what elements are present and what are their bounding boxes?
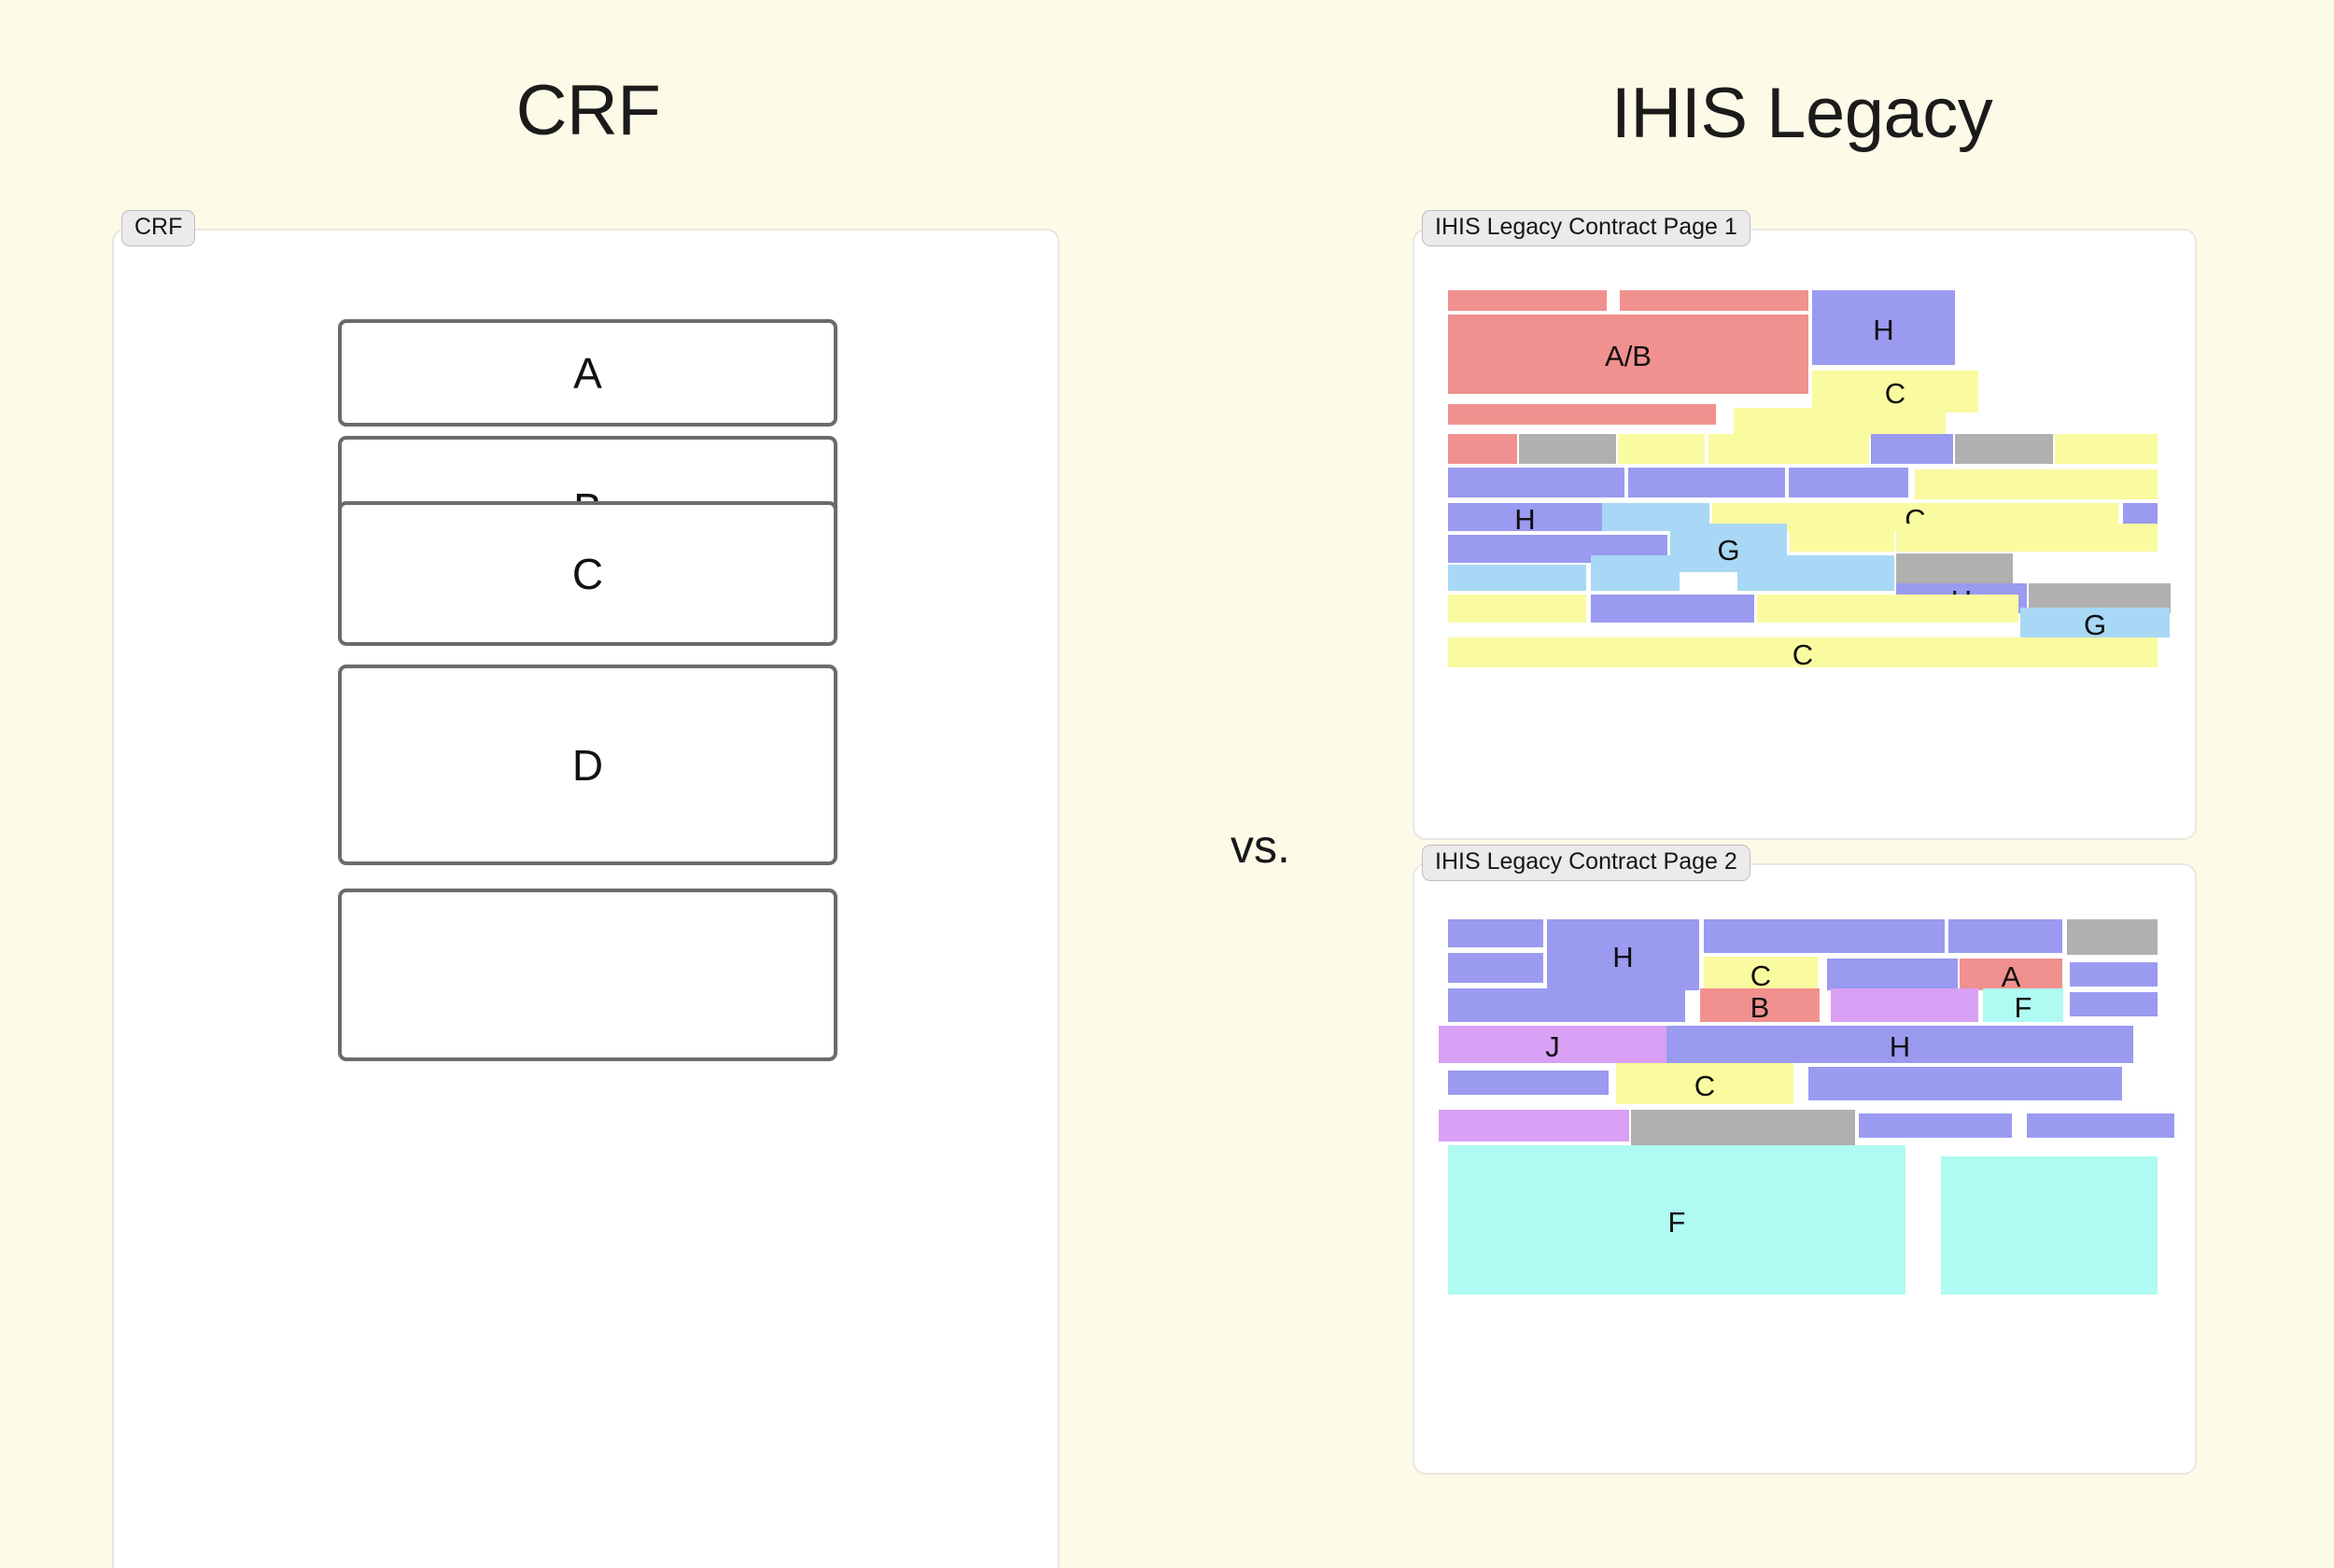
contract-fragment-block [1628,468,1785,497]
contract-fragment-block [1859,1113,2012,1138]
contract-fragment-label: A/B [1605,340,1652,372]
crf-section-label: A [573,348,602,398]
contract-fragment-block-b: B [1700,988,1820,1022]
contract-fragment-block [2070,992,2158,1016]
contract-fragment-block [1827,959,1958,990]
contract-fragment-label: A [2001,959,2021,993]
contract-fragment-block [1448,953,1543,983]
vs-separator-label: vs. [1230,820,1290,873]
contract-fragment-block [1831,988,1978,1022]
contract-fragment-label: J [1545,1029,1560,1063]
contract-fragment-block-h: H [1547,919,1699,990]
contract-fragment-block [1737,555,1894,591]
contract-fragment-label: H [1873,313,1894,346]
ihis-page-2-badge: IHIS Legacy Contract Page 2 [1422,845,1750,881]
contract-fragment-block [1789,468,1908,497]
ihis-page-2-block-mosaic: H C A B F J H C F [1414,865,2195,1473]
contract-fragment-block [1620,290,1808,311]
contract-fragment-block-h: H [1666,1026,2133,1063]
contract-fragment-block [2070,962,2158,987]
contract-fragment-block [1734,408,1946,439]
contract-fragment-block [1808,1067,2122,1100]
contract-fragment-block [1448,1071,1609,1095]
contract-fragment-block [1618,434,1705,464]
contract-fragment-block [2067,919,2158,955]
contract-fragment-block [1519,434,1616,464]
contract-fragment-block [1948,919,2062,953]
crf-section-box-a: A [338,319,837,427]
crf-section-label: D [571,740,604,790]
contract-fragment-label: F [2014,990,2032,1024]
contract-fragment-label: B [1750,990,1770,1024]
contract-fragment-block [1448,595,1586,623]
contract-fragment-block [1896,553,2013,583]
contract-fragment-label: C [1792,637,1814,671]
contract-fragment-block [1448,434,1517,464]
crf-section-label: C [571,549,604,598]
contract-fragment-block [1708,434,1869,464]
contract-fragment-block-f: F [1983,988,2063,1022]
contract-fragment-block [1915,469,2158,499]
ihis-legacy-page-1-panel: IHIS Legacy Contract Page 1 A/BHCHCGHGC [1413,210,2197,840]
crf-section-box-5 [338,889,837,1061]
contract-fragment-block [1704,919,1945,953]
contract-fragment-block [1448,290,1607,311]
contract-fragment-block-f: F [1448,1145,1905,1295]
contract-fragment-block [1871,434,1953,464]
contract-fragment-label: H [1514,502,1536,536]
contract-fragment-block [1941,1156,2158,1295]
crf-section-list: ABCD [114,231,1058,1568]
contract-fragment-block-a: A [1960,959,2062,993]
contract-fragment-block [1448,565,1586,591]
contract-fragment-block-c: C [1704,957,1818,990]
contract-fragment-block [1631,1110,1855,1149]
crf-panel: CRF ABCD [112,210,1060,1568]
crf-panel-badge: CRF [121,210,196,246]
contract-fragment-block-g: G [1670,524,1787,572]
contract-fragment-block [1896,524,2158,552]
contract-fragment-block [1448,404,1716,425]
contract-fragment-block [1757,595,2018,623]
contract-fragment-block [1591,555,1680,591]
contract-fragment-block [2055,434,2158,464]
crf-section-box-d: D [338,665,837,865]
contract-fragment-block-h: H [1448,502,1602,536]
crf-section-box-c: C [338,501,837,646]
contract-fragment-block-c: C [1812,371,1978,413]
contract-fragment-label: C [1884,377,1906,410]
contract-fragment-label: F [1667,1205,1686,1239]
contract-fragment-label: H [1612,940,1634,973]
contract-fragment-block-a-b: A/B [1448,315,1808,394]
contract-fragment-block [1448,988,1685,1022]
contract-fragment-label: C [1750,959,1772,992]
contract-fragment-block [1790,524,1894,552]
contract-fragment-block-c: C [1616,1063,1793,1104]
ihis-legacy-page-2-panel: IHIS Legacy Contract Page 2 H C A B F J H C F [1413,845,2197,1475]
contract-fragment-block [1591,595,1754,623]
crf-column-title: CRF [515,71,661,150]
contract-fragment-block [1955,434,2053,464]
ihis-page-1-badge: IHIS Legacy Contract Page 1 [1422,210,1750,246]
contract-fragment-block-h: H [1812,290,1955,365]
ihis-column-title: IHIS Legacy [1610,74,1993,153]
contract-fragment-label: G [2083,608,2107,641]
contract-fragment-label: C [1694,1069,1716,1102]
contract-fragment-block [1448,919,1543,947]
contract-fragment-block [1439,1110,1629,1141]
contract-fragment-block [2027,1113,2174,1138]
contract-fragment-label: G [1717,533,1740,567]
contract-fragment-block-j: J [1439,1026,1666,1063]
contract-fragment-label: H [1889,1029,1911,1063]
contract-fragment-block [1448,468,1624,497]
ihis-page-1-block-mosaic: A/BHCHCGHGC [1414,231,2195,838]
contract-fragment-block-g: G [2020,608,2170,641]
contract-fragment-block-c: C [1448,637,2158,671]
